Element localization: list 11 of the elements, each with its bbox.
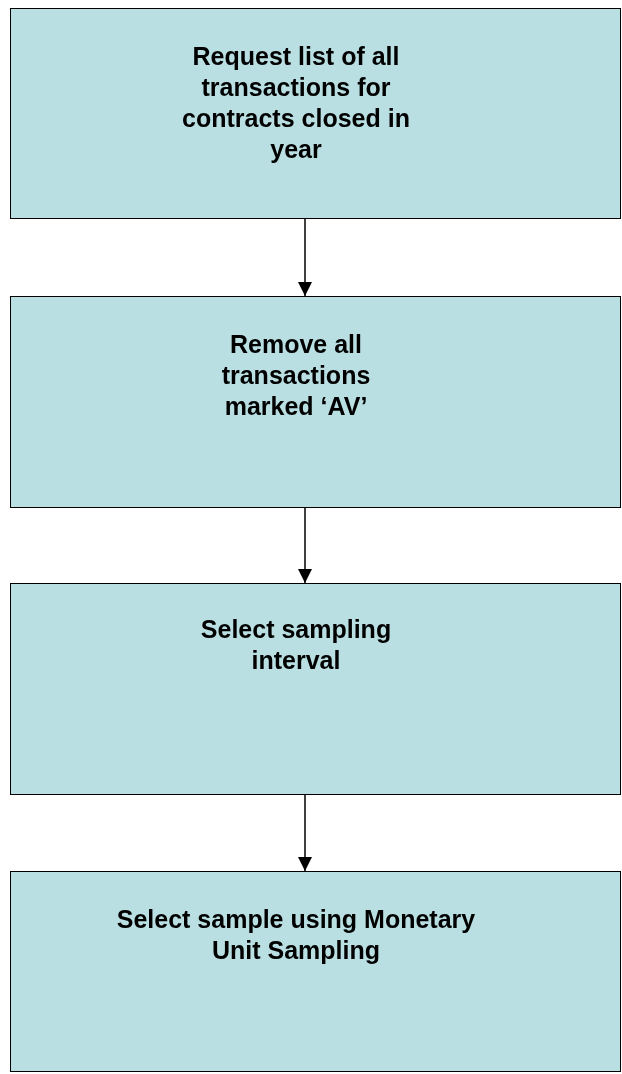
arrow (298, 507, 312, 584)
process-box (10, 296, 621, 508)
process-box (10, 583, 621, 795)
arrow (298, 218, 312, 297)
process-box (10, 8, 621, 219)
arrow (298, 794, 312, 872)
process-box (10, 871, 621, 1072)
step-text: Remove all transactions marked ‘AV’ (220, 329, 372, 422)
step-text: Request list of all transactions for contracts closed in year (181, 41, 411, 165)
step-text: Select sampling interval (199, 614, 393, 676)
step-text: Select sample using Monetary Unit Sampling (115, 904, 477, 966)
